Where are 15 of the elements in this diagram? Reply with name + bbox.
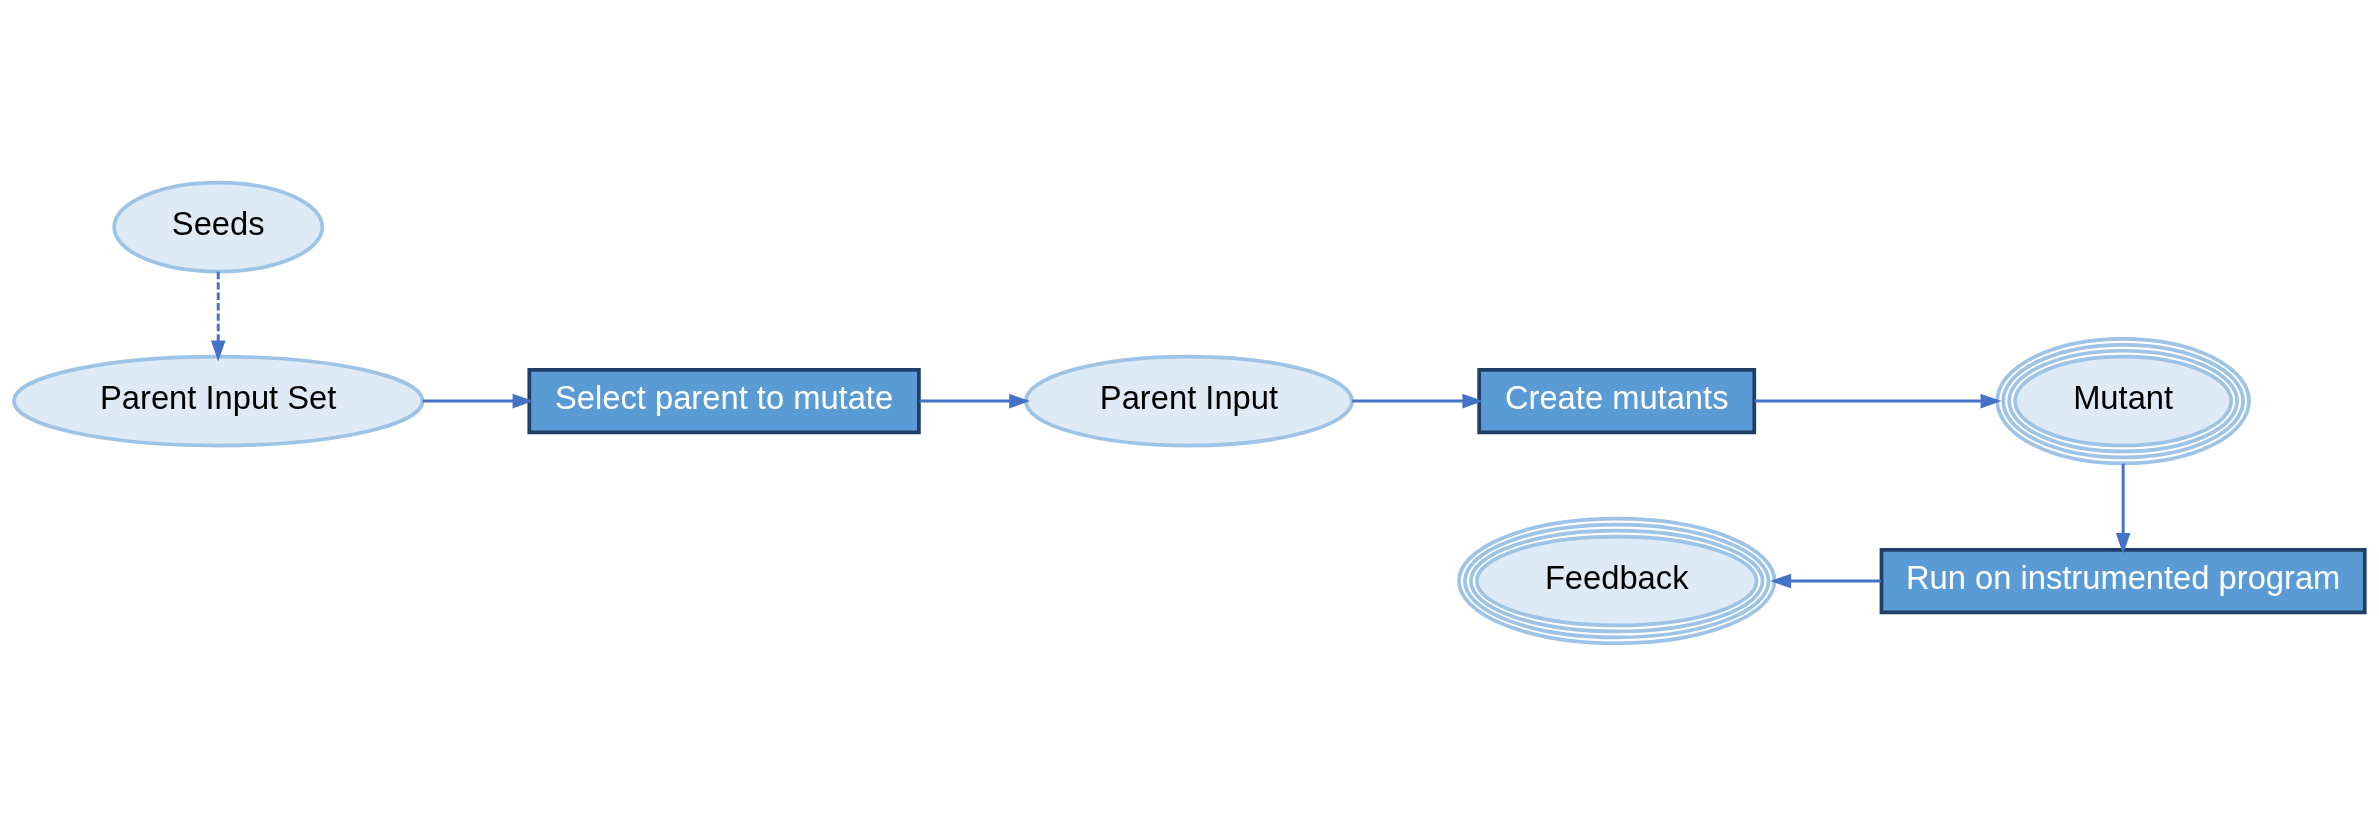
- arrow: [210, 271, 226, 361]
- node-ellipse: Feedback: [1457, 516, 1777, 645]
- node-box: Create mutants: [1477, 367, 1757, 434]
- arrow: [422, 393, 534, 408]
- arrow: [2115, 463, 2131, 554]
- arrow: [1770, 573, 1882, 588]
- node-box: Run on instrumented program: [1879, 547, 2367, 614]
- node-ellipse: Parent Input: [1023, 354, 1354, 447]
- arrow: [919, 393, 1030, 408]
- node-ellipse: Mutant: [1995, 336, 2251, 465]
- arrow: [1352, 393, 1484, 408]
- arrow: [1754, 393, 2002, 408]
- node-ellipse: Seeds: [112, 180, 325, 273]
- node-ellipse: Parent Input Set: [12, 354, 425, 447]
- node-box: Select parent to mutate: [527, 367, 921, 434]
